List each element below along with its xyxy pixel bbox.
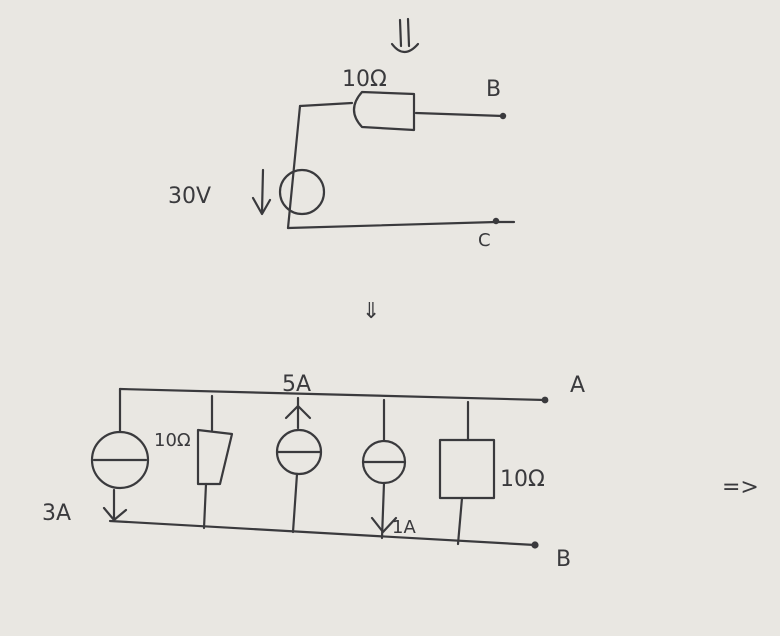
source-3a bbox=[90, 430, 150, 490]
bottom-top-rail bbox=[118, 387, 547, 402]
bottom-bottom-rail bbox=[108, 519, 537, 547]
voltage-label: 30V bbox=[168, 184, 211, 209]
terminal-b-label-bottom: B bbox=[556, 547, 571, 572]
terminal-b-dot bbox=[499, 112, 507, 120]
terminal-a-dot bbox=[541, 396, 549, 404]
source-3a-arrow bbox=[102, 488, 128, 522]
left-resistor-label: 10Ω bbox=[154, 430, 191, 451]
current-3a-label: 3A bbox=[42, 501, 71, 526]
top-wire-left-vertical bbox=[286, 104, 302, 230]
right-resistor bbox=[438, 438, 496, 500]
left-resistor bbox=[196, 428, 234, 486]
svg-text:⇓: ⇓ bbox=[362, 299, 380, 324]
top-terminal-c-label: C bbox=[478, 230, 491, 251]
equivalence-arrow-middle: ⇓ bbox=[362, 299, 380, 324]
source-5a-arrow bbox=[284, 404, 312, 420]
top-wire-top bbox=[298, 101, 354, 108]
terminal-b-dot-bottom bbox=[531, 541, 539, 549]
top-resistor bbox=[352, 90, 416, 132]
current-1a-label: 1A bbox=[392, 517, 416, 538]
top-wire-bottom bbox=[286, 220, 498, 230]
equivalence-arrow-top bbox=[390, 17, 420, 54]
bottom-circuit: 3A 10Ω 5A 1A 10Ω A B bbox=[42, 372, 585, 572]
current-5a-label: 5A bbox=[282, 372, 311, 397]
result-arrow: => bbox=[722, 475, 759, 500]
top-voltage-source bbox=[278, 168, 326, 216]
voltage-arrow bbox=[251, 168, 272, 216]
top-wire-to-b bbox=[414, 111, 505, 118]
source-1a-arrow bbox=[370, 516, 398, 534]
top-resistor-label: 10Ω bbox=[342, 67, 387, 92]
top-terminal-b-label: B bbox=[486, 77, 501, 102]
top-circuit: 10Ω 30V B C bbox=[168, 17, 516, 251]
right-resistor-label: 10Ω bbox=[500, 467, 545, 492]
terminal-a-label: A bbox=[570, 373, 585, 398]
terminal-c-dot bbox=[492, 217, 500, 225]
